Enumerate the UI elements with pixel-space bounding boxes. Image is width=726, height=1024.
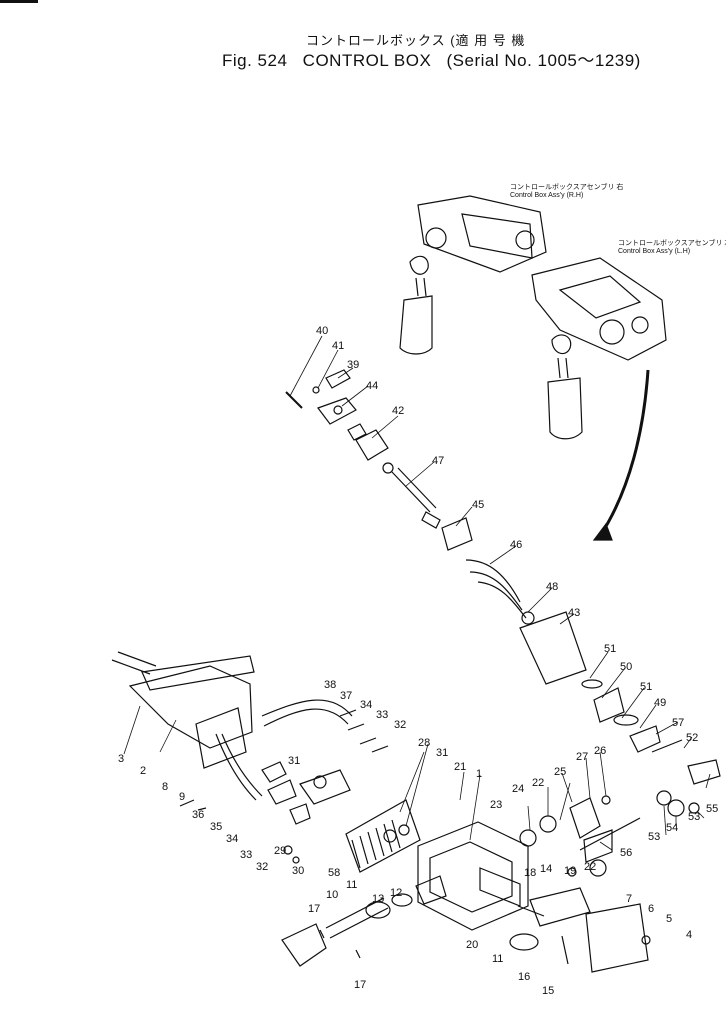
callout-label: 56 [620,847,632,859]
callout-label: 33 [240,849,252,861]
callout-label: 28 [418,737,430,749]
control-box-rh-drawing [399,195,547,355]
callout-label: 4 [686,929,692,941]
assembly-label-lh-en: Control Box Ass'y (L.H) [618,248,691,255]
callout-label: 57 [672,717,684,729]
callout-label: 16 [518,971,530,983]
leader-lines [123,335,711,851]
callout-label: 54 [666,822,678,834]
callout-label: 51 [604,643,616,655]
callout-label: 7 [626,893,632,905]
callout-label: 34 [226,833,238,845]
callout-label: 39 [347,359,359,371]
callout-labels: 40 41 39 44 42 47 45 46 48 43 51 50 51 4… [118,325,718,997]
callout-label: 53 [688,811,700,823]
figure-name: CONTROL BOX [302,51,432,70]
callout-label: 58 [328,867,340,879]
callout-label: 30 [292,865,304,877]
callout-label: 34 [360,699,372,711]
callout-label: 21 [454,761,466,773]
callout-label: 31 [436,747,448,759]
callout-label: 6 [648,903,654,915]
callout-label: 37 [340,690,352,702]
callout-label: 22 [584,861,596,873]
callout-label: 10 [326,889,338,901]
linkage-drawing [111,651,389,864]
callout-label: 17 [308,903,320,915]
assembly-label-rh: コントロールボックスアセンブリ 右 Control Box Ass'y (R.H… [510,184,623,200]
callout-label: 20 [466,939,478,951]
assembly-label-lh: コントロールボックスアセンブリ 左 Control Box Ass'y (L.H… [618,240,726,256]
assembly-label-rh-en: Control Box Ass'y (R.H) [510,192,584,199]
callout-label: 14 [540,863,552,875]
callout-label: 15 [542,985,554,997]
callout-label: 27 [576,751,588,763]
callout-label: 35 [210,821,222,833]
callout-label: 8 [162,781,168,793]
callout-label: 2 [140,765,146,777]
callout-label: 18 [524,867,536,879]
callout-label: 32 [256,861,268,873]
control-box-lh-drawing [531,257,667,440]
assembly-label-rh-jp: コントロールボックスアセンブリ 右 [510,184,624,191]
callout-label: 47 [432,455,444,467]
callout-label: 11 [492,953,503,965]
callout-label: 29 [274,845,286,857]
callout-label: 22 [532,777,544,789]
callout-label: 55 [706,803,718,815]
callout-label: 49 [654,697,666,709]
main-body-drawing [417,795,651,973]
callout-label: 31 [288,755,300,767]
callout-label: 46 [510,539,522,551]
callout-label: 33 [376,709,388,721]
callout-label: 45 [472,499,484,511]
figure-title: Fig. 524 CONTROL BOX (Serial No. 1005～12… [222,46,651,71]
callout-label: 5 [666,913,672,925]
upper-parts-drawing [285,369,587,685]
callout-label: 13 [372,893,384,905]
callout-label: 26 [594,745,606,757]
callout-label: 44 [366,380,378,392]
callout-label: 42 [392,405,404,417]
shaft-parts-drawing [281,875,447,967]
callout-label: 48 [546,581,558,593]
callout-label: 9 [179,791,185,803]
callout-label: 43 [568,607,580,619]
callout-label: 23 [490,799,502,811]
callout-label: 53 [648,831,660,843]
callout-label: 52 [686,732,698,744]
block-drawing [345,799,421,873]
figure-number: Fig. 524 [222,51,288,70]
callout-label: 38 [324,679,336,691]
callout-label: 41 [332,340,344,352]
callout-label: 3 [118,753,124,765]
callout-label: 24 [512,783,524,795]
title-japanese: コントロールボックス (適 用 号 機 [306,33,526,48]
arrow-head [592,522,613,541]
corner-rule [0,0,38,3]
assembly-label-lh-jp: コントロールボックスアセンブリ 左 [618,240,726,247]
callout-label: 25 [554,766,566,778]
assembly-arrow [598,369,650,537]
callout-label: 36 [192,809,204,821]
callout-label: 12 [390,887,402,899]
callout-label: 51 [640,681,652,693]
callout-label: 19 [564,865,576,877]
callout-label: 1 [476,768,482,780]
callout-label: 17 [354,979,366,991]
right-parts-drawing [579,679,721,851]
serial-range: (Serial No. 1005～1239) [446,51,641,70]
callout-label: 40 [316,325,328,337]
callout-label: 50 [620,661,632,673]
callout-label: 11 [346,879,357,891]
callout-label: 32 [394,719,406,731]
